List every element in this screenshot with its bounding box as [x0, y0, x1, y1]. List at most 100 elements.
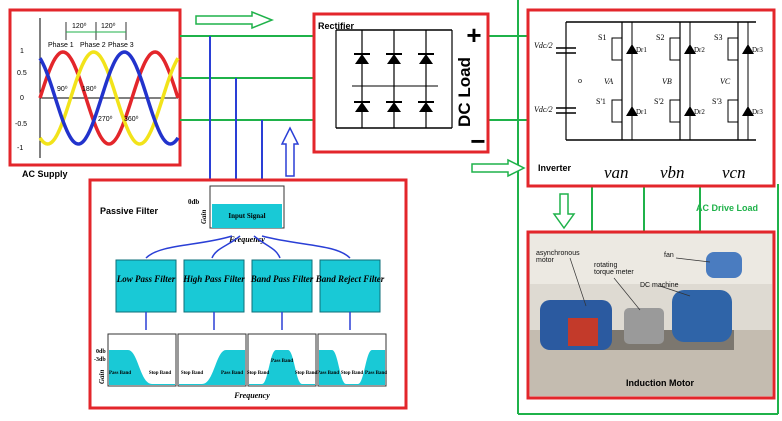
bpf-stop-band-2: Stop Band	[295, 371, 318, 376]
dc-minus: −	[470, 126, 485, 156]
igbt-lower-1	[611, 99, 623, 123]
arrow-to-rectifier	[195, 10, 275, 30]
bottom-gain-label: Gain	[98, 370, 106, 385]
diode-1	[354, 53, 370, 64]
diode-2	[386, 53, 402, 64]
node-vc: VC	[720, 77, 731, 86]
diode-4	[354, 101, 370, 112]
input-signal-fill	[212, 204, 282, 228]
brf-stop-band: Stop Band	[341, 371, 364, 376]
angle-180: 180⁰	[82, 85, 97, 93]
igbt-upper-1	[611, 37, 623, 61]
plot-neg3db: -3db	[94, 357, 106, 363]
dc-load-label: DC Load	[455, 57, 474, 127]
band-pass-label: Band Pass Filter	[250, 274, 314, 284]
shift-label-1: 120⁰	[72, 22, 87, 30]
hpf-stop-band: Stop Band	[181, 371, 204, 376]
inverter-frame	[526, 8, 776, 188]
photo-label-torque-meter: rotating torque meter	[594, 262, 634, 276]
diode-lower-1	[626, 106, 638, 116]
arrow-filter-feedback	[280, 126, 300, 177]
lpf-curve	[109, 350, 175, 385]
y-tick-neg-0-5: -0.5	[15, 121, 27, 128]
y-tick-0: 0	[20, 95, 24, 102]
node-va: VA	[604, 77, 613, 86]
branch-to-hpf	[211, 235, 241, 259]
ac-supply-block: 1 0.5 0 -0.5 -1 120⁰ 120⁰ Phase 1 Phase …	[8, 8, 182, 179]
switch-s1-prime: S'1	[596, 97, 606, 106]
switch-s3: S3	[714, 33, 722, 42]
high-pass-label: High Pass Filter	[182, 274, 245, 284]
terminal-box	[568, 318, 598, 346]
diode-upper-3	[742, 44, 754, 54]
brf-pass-band-1: Pass Band	[317, 371, 339, 376]
input-signal-label: Input Signal	[228, 212, 265, 220]
diode-lower-2	[684, 106, 696, 116]
photo-label-async-motor: asynchronous motor	[536, 250, 580, 264]
bpf-stop-band-1: Stop Band	[247, 371, 270, 376]
ac-drive-load-label: AC Drive Load	[696, 203, 758, 213]
band-reject-label: Band Reject Filter	[315, 274, 385, 284]
input-db-label: 0db	[188, 198, 199, 206]
bpf-curve	[249, 350, 315, 385]
hpf-pass-band: Pass Band	[221, 371, 243, 376]
y-tick-1: 1	[20, 48, 24, 55]
diode-dr3-bottom: Dr3	[752, 108, 763, 116]
switch-s2-prime: S'2	[654, 97, 664, 106]
leader-torque	[613, 277, 641, 311]
switch-s2: S2	[656, 33, 664, 42]
vdc-top-label: Vdc/2	[534, 41, 553, 50]
inverter-title: Inverter	[538, 163, 572, 173]
igbt-upper-2	[669, 37, 681, 61]
shift-label-2: 120⁰	[101, 22, 116, 30]
phase-label-3: Phase 3	[108, 42, 134, 49]
diode-5	[386, 101, 402, 112]
leader-dc	[659, 285, 691, 297]
angle-90: 90⁰	[57, 85, 68, 93]
diode-6	[418, 101, 434, 112]
midpoint-o: o	[578, 76, 582, 85]
angle-360: 360⁰	[124, 115, 139, 123]
diode-dr1-top: Dr1	[636, 46, 647, 54]
output-vcn: vcn	[722, 163, 746, 182]
diode-dr2-bottom: Dr2	[694, 108, 705, 116]
inverter-block: Vdc/2 Vdc/2 o S1 S2 S3 S'1 S'2 S'3 Dr1 D…	[526, 8, 776, 188]
passive-filter-title: Passive Filter	[100, 206, 159, 216]
rectifier-frame	[312, 12, 490, 154]
igbt-lower-3	[727, 99, 739, 123]
torque-meter-shape	[624, 308, 664, 344]
band-pass-box	[251, 259, 313, 313]
ac-supply-label: AC Supply	[22, 169, 68, 179]
output-vbn: vbn	[660, 163, 685, 182]
lpf-stop-band: Stop Band	[149, 371, 172, 376]
leader-async	[569, 257, 587, 307]
y-tick-neg-1: -1	[17, 145, 23, 152]
diode-dr1-bottom: Dr1	[636, 108, 647, 116]
branch-to-brf	[261, 235, 351, 259]
high-pass-box	[183, 259, 245, 313]
phase-label-2: Phase 2	[80, 42, 106, 49]
plot-0db: 0db	[96, 349, 106, 355]
arrow-to-motor	[552, 193, 576, 230]
input-frequency-label: Frequency	[228, 235, 265, 244]
induction-motor-block: Induction Motor	[526, 230, 776, 400]
lpf-pass-band: Pass Band	[109, 371, 131, 376]
rectifier-title: Rectifier	[318, 21, 355, 31]
induction-motor-caption: Induction Motor	[626, 378, 694, 388]
rectifier-block: Rectifier + − DC Load	[312, 12, 490, 156]
brf-curve	[319, 350, 385, 385]
low-pass-box	[115, 259, 177, 313]
dc-machine-shape	[672, 290, 732, 342]
output-van: van	[604, 163, 629, 182]
diode-dr2-top: Dr2	[694, 46, 705, 54]
switch-s1: S1	[598, 33, 606, 42]
bpf-pass-band: Pass Band	[271, 359, 293, 364]
dc-plus: +	[466, 20, 481, 50]
diode-dr3-top: Dr3	[752, 46, 763, 54]
igbt-upper-3	[727, 37, 739, 61]
input-gain-label: Gain	[200, 210, 208, 225]
passive-filter-block: Passive Filter Input Signal 0db Gain Fre…	[88, 178, 408, 410]
photo-label-dc-machine: DC machine	[640, 282, 679, 289]
